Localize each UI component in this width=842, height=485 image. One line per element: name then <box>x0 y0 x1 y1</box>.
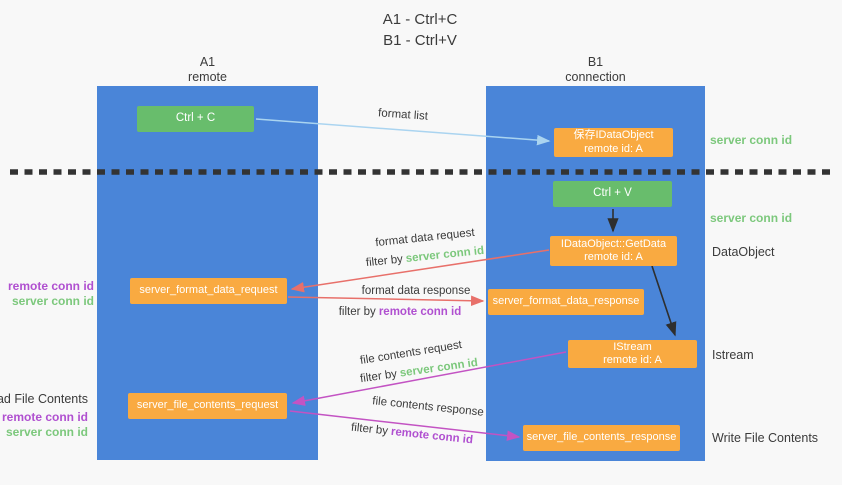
right-istream-label: Istream <box>712 348 754 362</box>
server-format-data-request-label: server_format_data_request <box>139 284 278 297</box>
server-format-data-request-box: server_format_data_request <box>130 278 287 304</box>
format-data-request-label: format data request <box>374 226 476 250</box>
diagram-title: A1 - Ctrl+C B1 - Ctrl+V <box>330 9 510 51</box>
server-file-contents-response-label: server_file_contents_response <box>526 431 677 444</box>
ctrl-c-label: Ctrl + C <box>175 112 216 125</box>
server-file-contents-response-box: server_file_contents_response <box>523 425 680 451</box>
file-contents-response-label: file contents response <box>371 395 485 419</box>
server-format-data-response-box: server_format_data_response <box>488 289 644 315</box>
left-read-file-contents-label: Read File Contents <box>0 392 88 406</box>
right-server-conn-id-top: server conn id <box>710 133 793 147</box>
left-server-conn-id-top: server conn id <box>11 294 94 308</box>
column-header-a1: A1 remote <box>97 55 318 85</box>
column-b1-subtitle: connection <box>565 70 626 84</box>
right-dataobject-label: DataObject <box>712 245 775 259</box>
istream-line1: IStream <box>613 340 652 353</box>
istream-line2: remote id: A <box>603 354 662 366</box>
istream-box: IStream remote id: A <box>568 340 697 368</box>
remote-conn-id-text: remote conn id <box>378 306 462 318</box>
save-dataobject-line1: 保存IDataObject <box>573 129 654 141</box>
server-format-data-response-label: server_format_data_response <box>492 295 640 308</box>
server-conn-id-text: server conn id <box>405 244 485 265</box>
format-list-label: format list <box>377 107 429 123</box>
remote-conn-id-text: remote conn id <box>390 425 474 447</box>
server-conn-id-text: server conn id <box>399 356 479 380</box>
title-line-2: B1 - Ctrl+V <box>383 32 457 49</box>
left-server-conn-id-bottom: server conn id <box>5 425 88 439</box>
ctrl-c-box: Ctrl + C <box>137 106 254 132</box>
getdata-line1: IDataObject::GetData <box>560 237 667 250</box>
save-dataobject-box: 保存IDataObject remote id: A <box>554 128 673 157</box>
ctrl-v-box: Ctrl + V <box>553 181 672 207</box>
server-file-contents-request-box: server_file_contents_request <box>128 393 287 419</box>
column-b1-name: B1 <box>587 55 604 69</box>
title-line-1: A1 - Ctrl+C <box>382 11 458 28</box>
format-data-response-label: format data response <box>361 285 471 297</box>
filter-by-text: filter by <box>338 306 376 318</box>
ctrl-v-label: Ctrl + V <box>593 187 632 200</box>
left-remote-conn-id-top: remote conn id <box>7 279 94 293</box>
getdata-line2: remote id: A <box>584 251 643 263</box>
left-remote-conn-id-bottom: remote conn id <box>1 410 88 424</box>
filter-by-text: filter by <box>350 421 389 438</box>
server-file-contents-request-label: server_file_contents_request <box>136 399 279 412</box>
column-header-b1: B1 connection <box>486 55 705 85</box>
filter-by-text: filter by <box>365 253 404 270</box>
right-write-file-contents-label: Write File Contents <box>712 431 819 445</box>
filter-by-text: filter by <box>359 368 398 386</box>
column-a1-subtitle: remote <box>188 70 227 84</box>
getdata-box: IDataObject::GetData remote id: A <box>550 236 677 266</box>
column-a1-name: A1 <box>199 55 216 69</box>
right-server-conn-id-mid: server conn id <box>710 211 793 225</box>
save-dataobject-line2: remote id: A <box>584 142 643 155</box>
